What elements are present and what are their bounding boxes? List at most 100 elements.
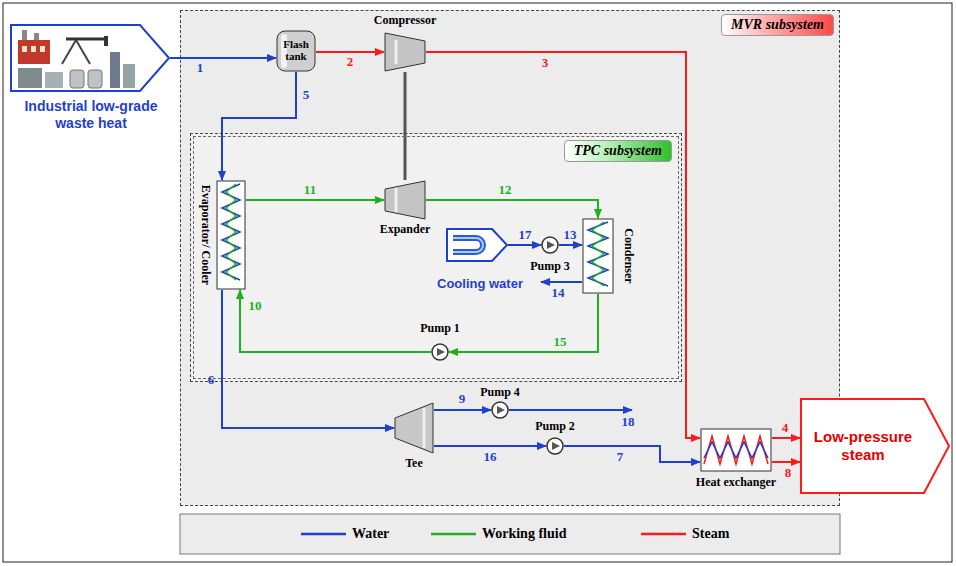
expander-shape bbox=[384, 180, 426, 220]
stream-number: 15 bbox=[554, 334, 567, 350]
stream-line bbox=[559, 244, 582, 246]
component-label: Expander bbox=[362, 223, 448, 236]
evaporator-cooler-shape bbox=[216, 180, 246, 290]
stream-line bbox=[222, 72, 296, 180]
component-label: Pump 2 bbox=[525, 420, 585, 433]
stream-number: 2 bbox=[347, 54, 354, 70]
heat-exchanger-shape bbox=[700, 428, 772, 472]
coil-line bbox=[704, 442, 768, 458]
pump-shape bbox=[431, 343, 449, 361]
stream-line bbox=[772, 461, 800, 463]
coil-line bbox=[222, 184, 240, 280]
flash-tank: Flash tank bbox=[276, 30, 316, 72]
stream-line bbox=[246, 199, 384, 201]
outer-frame bbox=[3, 3, 952, 562]
hxv-symbol bbox=[217, 181, 245, 289]
tpc-subsystem-box: TPC subsystemExpanderEvaporator/ CoolerC… bbox=[190, 133, 682, 382]
legend-line-sample bbox=[430, 524, 478, 544]
pump: Pump 2 bbox=[531, 420, 579, 456]
pump-symbol bbox=[547, 438, 563, 454]
penC-symbol bbox=[447, 229, 507, 261]
pump-symbol bbox=[492, 402, 508, 418]
coil-line bbox=[704, 436, 768, 464]
stream-number: 5 bbox=[303, 87, 310, 103]
mvr-subsystem-box: MVR subsystemFlash tank CompressorTPC sub… bbox=[180, 10, 840, 506]
expander: Expander bbox=[362, 180, 448, 238]
legend-box bbox=[180, 514, 840, 554]
outlet-line bbox=[509, 409, 632, 411]
stream-number: 14 bbox=[552, 285, 565, 301]
stream-number: 6 bbox=[208, 372, 215, 388]
tee-shape bbox=[394, 402, 434, 454]
stream-number: 7 bbox=[617, 449, 624, 465]
stream-number: 17 bbox=[519, 227, 532, 243]
cooling-water-source: Cooling water bbox=[428, 228, 532, 292]
stream-line bbox=[564, 446, 700, 462]
pump: Pump 1 bbox=[416, 322, 464, 362]
stream-number: 12 bbox=[499, 182, 512, 198]
compressor: Compressor bbox=[368, 14, 442, 72]
heat-source-pentagon-shape bbox=[10, 24, 170, 92]
coil-line bbox=[592, 222, 604, 286]
component-label: Compressor bbox=[368, 14, 442, 27]
stream-line bbox=[426, 52, 700, 438]
component-label: Pump 4 bbox=[470, 386, 530, 399]
condenser-shape bbox=[582, 218, 614, 294]
stream-line bbox=[434, 409, 491, 411]
stream-line bbox=[240, 290, 431, 352]
component-label: Tee bbox=[392, 457, 436, 470]
component-label: Low-pressure steam bbox=[804, 428, 922, 464]
stream-number: 13 bbox=[564, 227, 577, 243]
stream-number: 18 bbox=[622, 414, 635, 430]
component-label: Pump 1 bbox=[410, 322, 470, 335]
pump: Pump 4 bbox=[476, 386, 524, 420]
exp-symbol bbox=[385, 181, 425, 219]
legend-line-sample bbox=[300, 524, 348, 544]
stream-line bbox=[316, 51, 384, 53]
stream-line bbox=[772, 437, 800, 439]
stream-number: 8 bbox=[785, 465, 792, 481]
component-label: Pump 3 bbox=[520, 260, 580, 273]
shaft-line bbox=[404, 72, 407, 180]
stream-line bbox=[449, 294, 598, 352]
legend-text: Steam bbox=[692, 525, 729, 543]
stream-number: 4 bbox=[782, 420, 789, 436]
component-label: Heat exchanger bbox=[684, 476, 788, 489]
stream-number: 11 bbox=[304, 182, 316, 198]
legend-line-sample bbox=[640, 524, 688, 544]
component-label: Evaporator/ Cooler bbox=[199, 185, 212, 285]
mvr-ground bbox=[180, 10, 840, 506]
comp-symbol bbox=[385, 33, 425, 71]
penB-symbol bbox=[11, 25, 169, 91]
tpc-ground bbox=[190, 133, 682, 382]
pump-shape bbox=[491, 401, 509, 419]
tee: Tee bbox=[392, 402, 436, 472]
stream-line bbox=[170, 57, 276, 59]
component-label: Cooling water bbox=[428, 276, 532, 291]
stream-line bbox=[426, 200, 598, 218]
stream-line bbox=[434, 445, 546, 447]
component-label: Flash tank bbox=[276, 38, 316, 62]
penR-symbol bbox=[801, 399, 949, 493]
hx-symbol bbox=[701, 429, 771, 471]
compressor-shape bbox=[384, 32, 426, 72]
component-label: MVR subsystem bbox=[721, 14, 834, 36]
hxc-symbol bbox=[583, 219, 613, 293]
pump-shape bbox=[541, 236, 559, 254]
pump-symbol bbox=[432, 344, 448, 360]
stream-line bbox=[222, 290, 394, 428]
component-label: TPC subsystem bbox=[564, 140, 672, 162]
heat-exchanger: Heat exchanger bbox=[684, 428, 788, 492]
legend-text: Water bbox=[352, 525, 389, 543]
condenser: Condenser bbox=[580, 218, 642, 296]
outlet-line bbox=[541, 281, 582, 283]
heat-source-pentagon: Industrial low-grade waste heat bbox=[6, 24, 176, 134]
pump-shape bbox=[546, 437, 564, 455]
stream-line bbox=[508, 244, 541, 246]
component-label: Condenser bbox=[622, 228, 635, 283]
component-label: Industrial low-grade waste heat bbox=[6, 98, 176, 132]
stream-number: 1 bbox=[197, 60, 204, 76]
coil-line bbox=[226, 184, 236, 280]
tank-symbol bbox=[277, 31, 315, 71]
stream-number: 9 bbox=[459, 391, 466, 407]
